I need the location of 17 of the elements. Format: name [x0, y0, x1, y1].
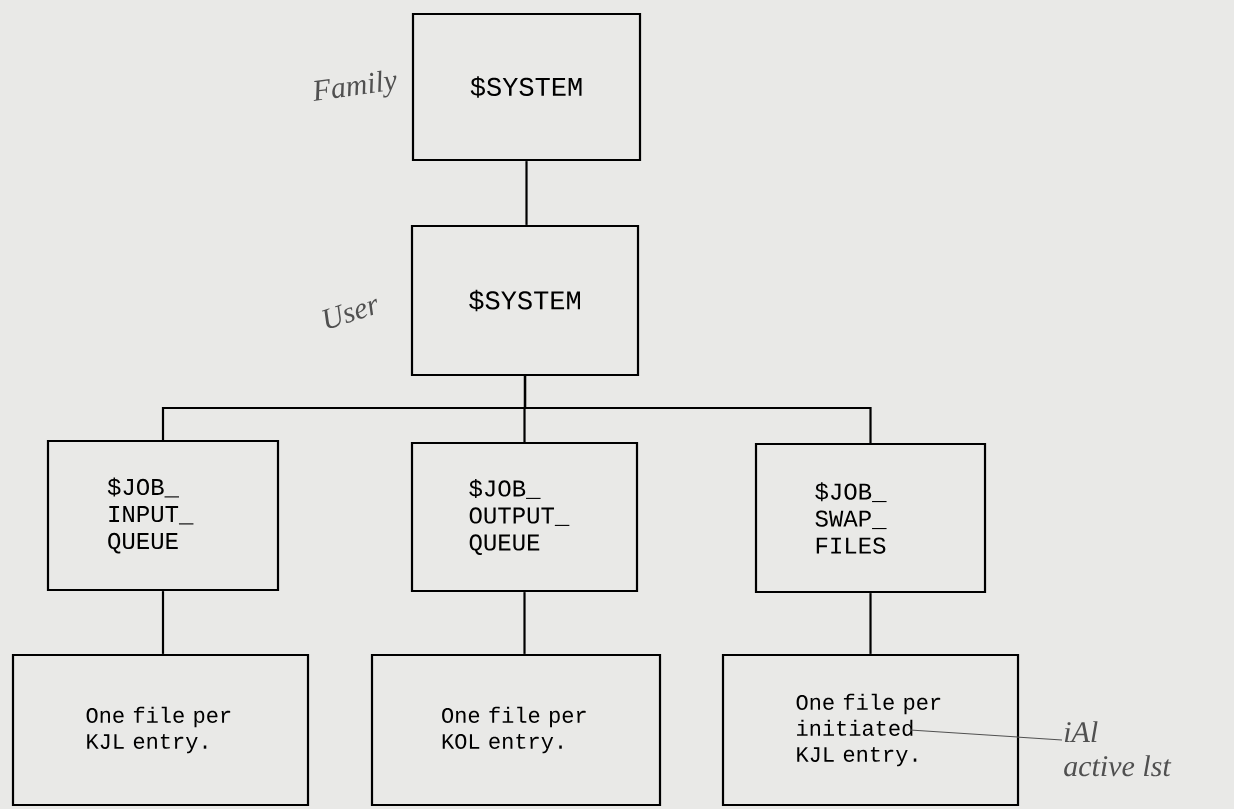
- connector-line: [869, 593, 872, 654]
- file-box: One file per initiated KJL entry.: [721, 653, 1020, 807]
- connector-line: [525, 161, 528, 225]
- file-box: One file per KJL entry.: [11, 653, 310, 807]
- handwritten-note: User: [321, 298, 377, 329]
- directory-box: $SYSTEM: [410, 224, 640, 377]
- handwritten-note: iAl active lst: [1064, 721, 1172, 777]
- leader-line: [909, 729, 1063, 741]
- directory-box: $JOB_ OUTPUT_ QUEUE: [410, 441, 639, 593]
- directory-box: $JOB_ SWAP_ FILES: [754, 442, 987, 594]
- handwritten-note: Family: [313, 70, 397, 102]
- connector-line: [523, 592, 526, 654]
- directory-box: $JOB_ INPUT_ QUEUE: [46, 439, 280, 592]
- connector-line: [523, 376, 872, 443]
- file-box: One file per KOL entry.: [370, 653, 662, 807]
- connector-line: [161, 591, 165, 654]
- directory-box: $SYSTEM: [411, 12, 642, 162]
